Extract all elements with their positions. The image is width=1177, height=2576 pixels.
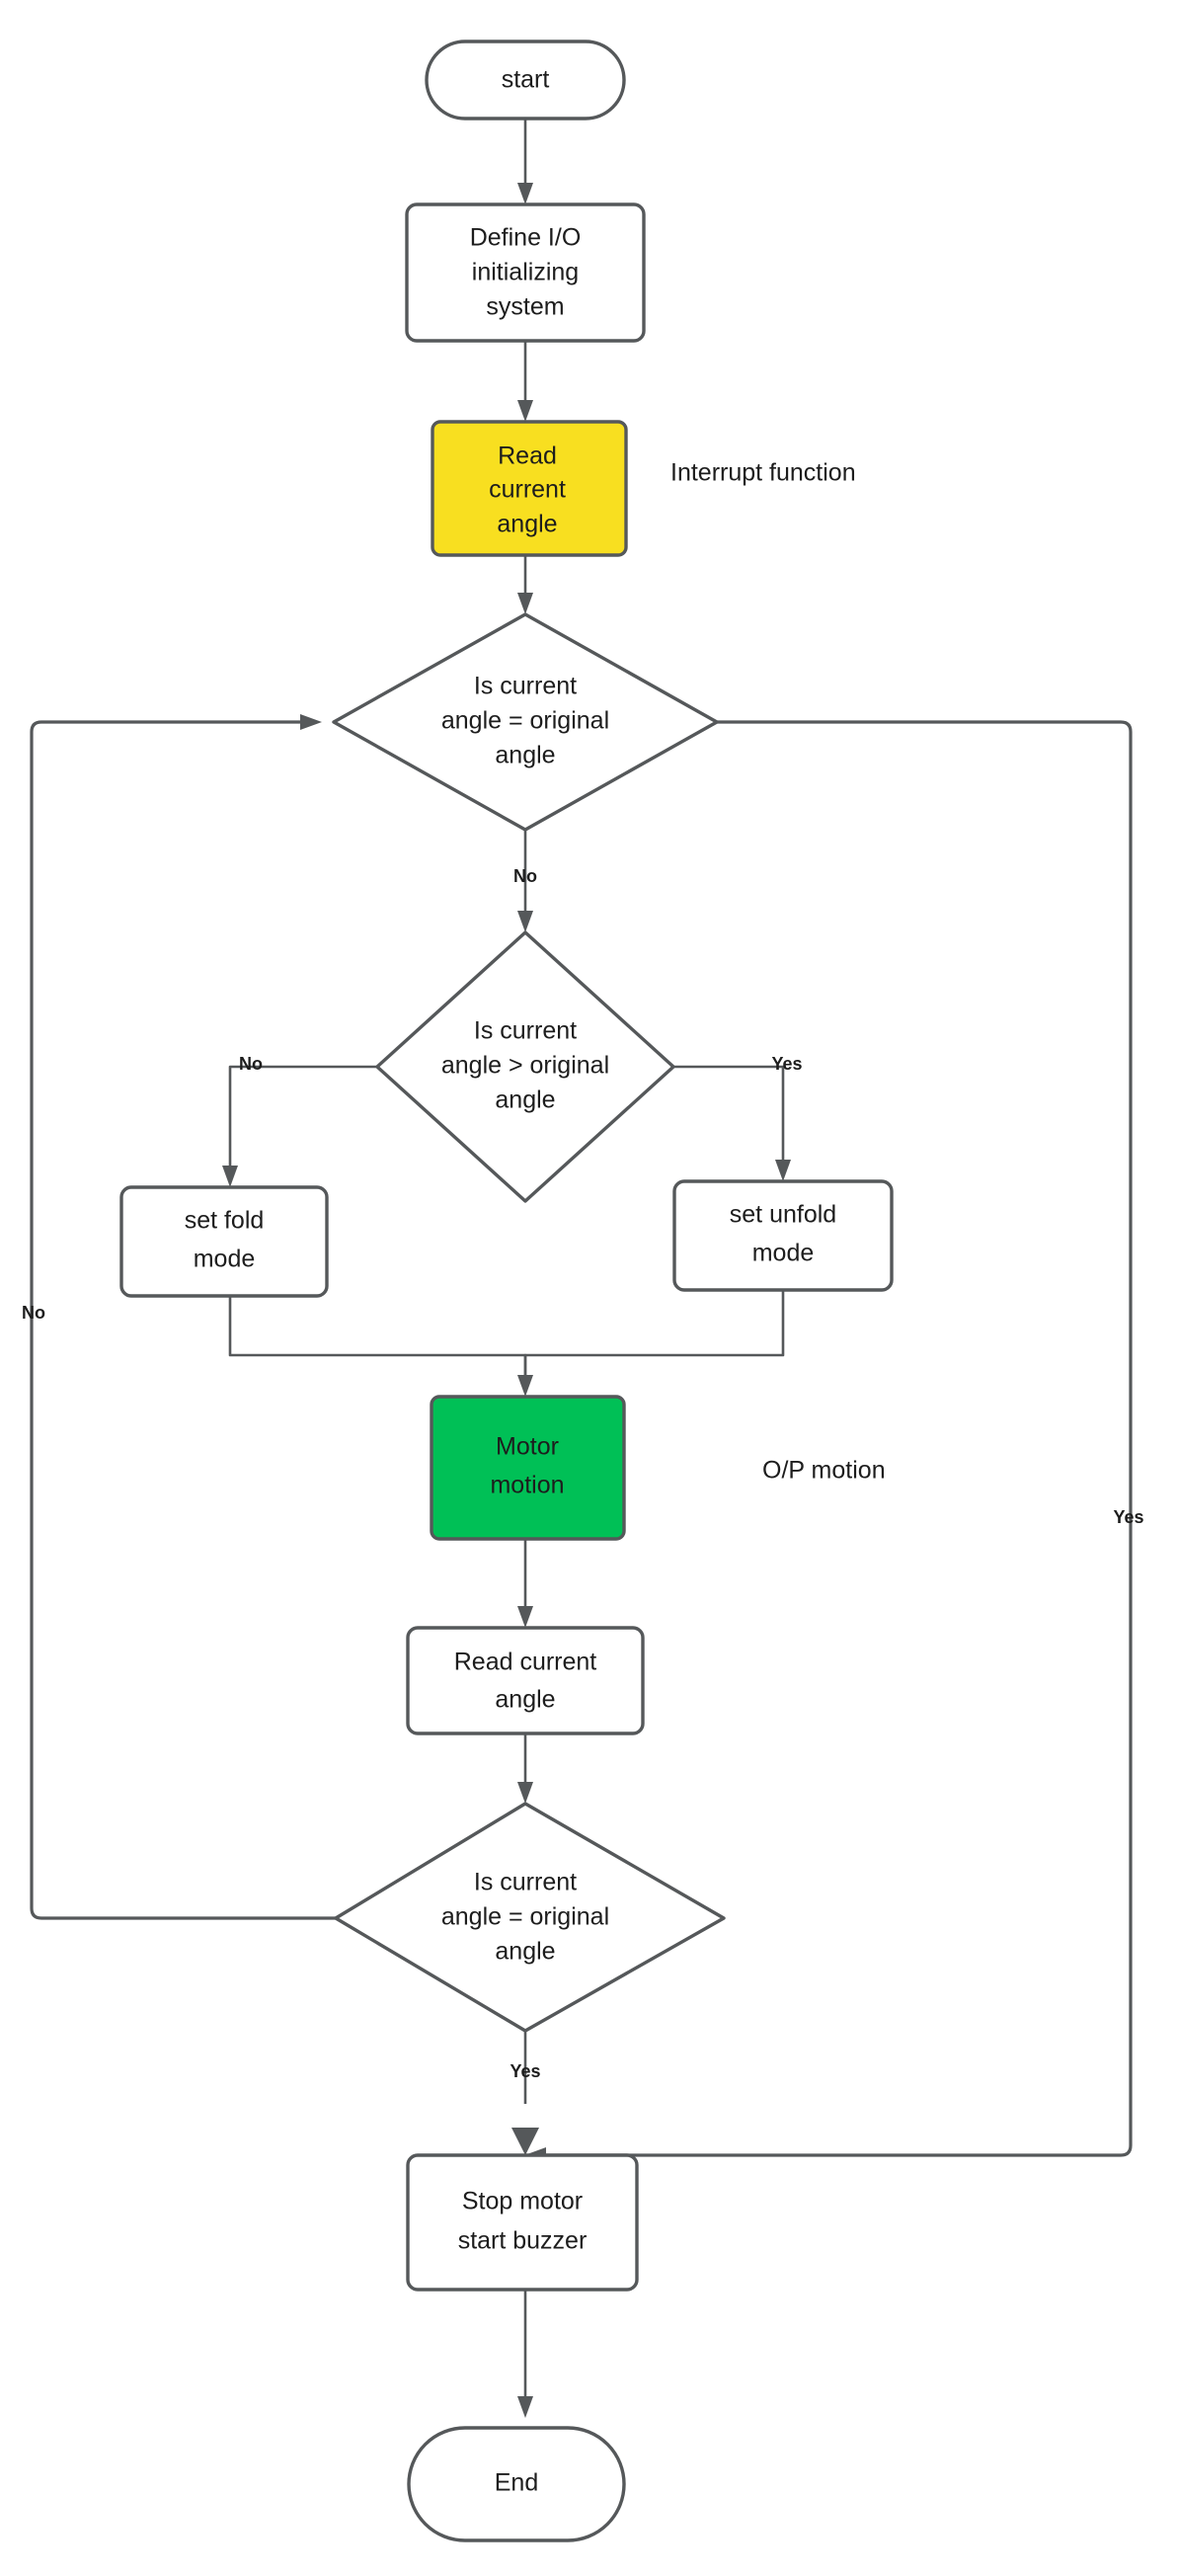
edge-set-fold-to-motor-motion xyxy=(228,1296,527,1383)
node-set-fold[interactable]: set fold mode xyxy=(119,1185,329,1298)
edge-decision-2-no-to-set-fold xyxy=(222,1065,393,1187)
decision-2-line2: angle > original xyxy=(441,1052,609,1080)
decision-2-shape xyxy=(375,930,675,1203)
node-decision-3[interactable]: Is current angle = original angle xyxy=(334,1802,726,2033)
node-define-io[interactable]: Define I/O initializing system xyxy=(405,202,646,343)
decision-1-line3: angle xyxy=(495,742,555,769)
node-read-angle-2[interactable]: Read current angle xyxy=(406,1626,645,1735)
decision-3-line2: angle = original xyxy=(441,1903,609,1931)
decision-3-shape xyxy=(334,1802,726,2033)
decision-1-line1: Is current xyxy=(474,673,577,700)
motor-motion-shape xyxy=(430,1395,626,1541)
set-unfold-line1: set unfold xyxy=(730,1201,836,1229)
set-unfold-shape xyxy=(672,1179,894,1292)
annotation-op-motion: O/P motion xyxy=(762,1457,886,1485)
set-fold-line2: mode xyxy=(194,1246,256,1273)
edge-define-io-to-read-angle-1 xyxy=(517,341,533,422)
define-io-shape xyxy=(405,202,646,343)
stop-motor-line2: start buzzer xyxy=(458,2227,588,2255)
edge-read-angle-2-to-decision-3 xyxy=(517,1733,533,1804)
edge-read-angle-1-to-decision-1 xyxy=(517,555,533,614)
set-fold-shape xyxy=(119,1185,329,1298)
motor-motion-line2: motion xyxy=(490,1472,564,1499)
edge-motor-motion-to-read-angle-2 xyxy=(517,1539,533,1628)
read-angle-2-line1: Read current xyxy=(454,1649,597,1676)
decision-2-line1: Is current xyxy=(474,1017,577,1045)
define-io-line1: Define I/O xyxy=(470,224,582,252)
node-end[interactable]: End xyxy=(407,2426,626,2542)
start-shape xyxy=(425,40,626,121)
start-label: start xyxy=(502,66,550,94)
edge-decision-1-no-to-decision-2 xyxy=(517,830,533,932)
annotation-interrupt-function: Interrupt function xyxy=(670,459,856,487)
edge-set-unfold-to-motor-motion xyxy=(517,1289,785,1397)
decision-2-line3: angle xyxy=(495,1087,555,1114)
motor-motion-line1: Motor xyxy=(496,1433,559,1461)
edge-label-decision-2-no: No xyxy=(239,1054,263,1074)
edge-decision-3-yes-to-stop-motor xyxy=(511,2020,539,2155)
define-io-line2: initializing xyxy=(472,259,579,286)
edge-label-decision-1-no: No xyxy=(513,866,537,886)
read-angle-1-line3: angle xyxy=(497,511,557,538)
edge-stop-motor-to-end xyxy=(517,2290,533,2418)
read-angle-2-line2: angle xyxy=(495,1686,555,1714)
decision-3-line3: angle xyxy=(495,1938,555,1966)
stop-motor-line1: Stop motor xyxy=(462,2188,583,2215)
edge-label-right-rail-yes: Yes xyxy=(1113,1507,1143,1527)
edge-start-to-define-io xyxy=(517,119,533,204)
edge-decision-3-no-left-rail xyxy=(30,714,336,1920)
node-motor-motion[interactable]: Motor motion xyxy=(430,1395,626,1541)
node-set-unfold[interactable]: set unfold mode xyxy=(672,1179,894,1292)
node-stop-motor[interactable]: Stop motor start buzzer xyxy=(406,2153,639,2292)
edge-label-decision-3-yes: Yes xyxy=(510,2061,540,2081)
decision-1-line2: angle = original xyxy=(441,707,609,735)
read-angle-1-shape xyxy=(431,420,628,557)
read-angle-2-shape xyxy=(406,1626,645,1735)
node-decision-1[interactable]: Is current angle = original angle xyxy=(332,612,719,832)
read-angle-1-line2: current xyxy=(489,476,566,504)
edge-label-decision-2-yes: Yes xyxy=(771,1054,802,1074)
node-read-angle-1[interactable]: Read current angle xyxy=(431,420,628,557)
stop-motor-shape xyxy=(406,2153,639,2292)
set-unfold-line2: mode xyxy=(752,1240,815,1267)
node-decision-2[interactable]: Is current angle > original angle xyxy=(375,930,675,1203)
node-start[interactable]: start xyxy=(425,40,626,121)
read-angle-1-line1: Read xyxy=(498,443,557,470)
decision-1-shape xyxy=(332,612,719,832)
set-fold-line1: set fold xyxy=(185,1207,265,1235)
decision-3-line1: Is current xyxy=(474,1869,577,1896)
edge-label-left-rail-no: No xyxy=(22,1303,45,1323)
end-shape xyxy=(407,2426,626,2542)
end-label: End xyxy=(495,2469,538,2497)
define-io-line3: system xyxy=(486,293,564,321)
edge-decision-2-yes-to-set-unfold xyxy=(658,1065,791,1181)
